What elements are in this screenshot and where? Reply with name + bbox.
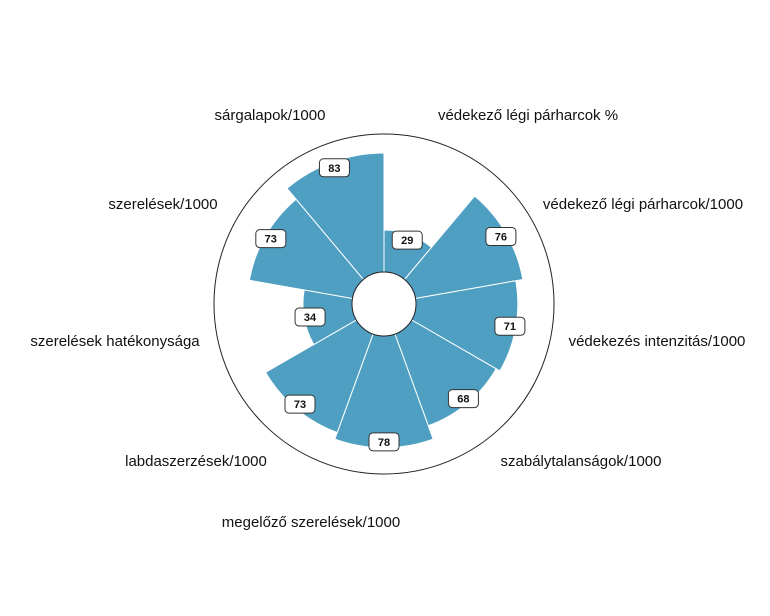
- value-label: 83: [328, 163, 340, 175]
- value-label: 78: [378, 437, 390, 449]
- value-label-box: [255, 229, 287, 249]
- value-label-box: [485, 227, 517, 247]
- category-label: szerelések hatékonysága: [30, 333, 200, 350]
- category-label: sárgalapok/1000: [215, 107, 326, 124]
- value-label-box: [368, 432, 400, 452]
- outer-circle: [213, 133, 555, 475]
- inner-circle: [351, 271, 417, 337]
- value-label: 34: [304, 312, 317, 324]
- value-label-box: [494, 316, 526, 336]
- category-label: szerelések/1000: [108, 196, 217, 213]
- category-label: megelőző szerelések/1000: [222, 514, 400, 531]
- value-label: 71: [504, 321, 516, 333]
- category-label: védekezés intenzitás/1000: [569, 333, 746, 350]
- category-label: szabálytalanságok/1000: [501, 453, 662, 470]
- category-label: védekező légi párharcok %: [438, 107, 618, 124]
- value-label-box: [318, 158, 350, 178]
- value-label-box: [391, 230, 423, 250]
- value-label: 73: [265, 234, 277, 246]
- value-label: 29: [401, 235, 413, 247]
- value-label-box: [294, 307, 326, 327]
- value-label: 68: [457, 394, 469, 406]
- value-label: 76: [495, 232, 507, 244]
- value-label-box: [284, 394, 316, 414]
- category-label: labdaszerzések/1000: [125, 453, 267, 470]
- category-label: védekező légi párharcok/1000: [543, 196, 743, 213]
- value-label: 73: [294, 399, 306, 411]
- value-label-box: [447, 389, 479, 409]
